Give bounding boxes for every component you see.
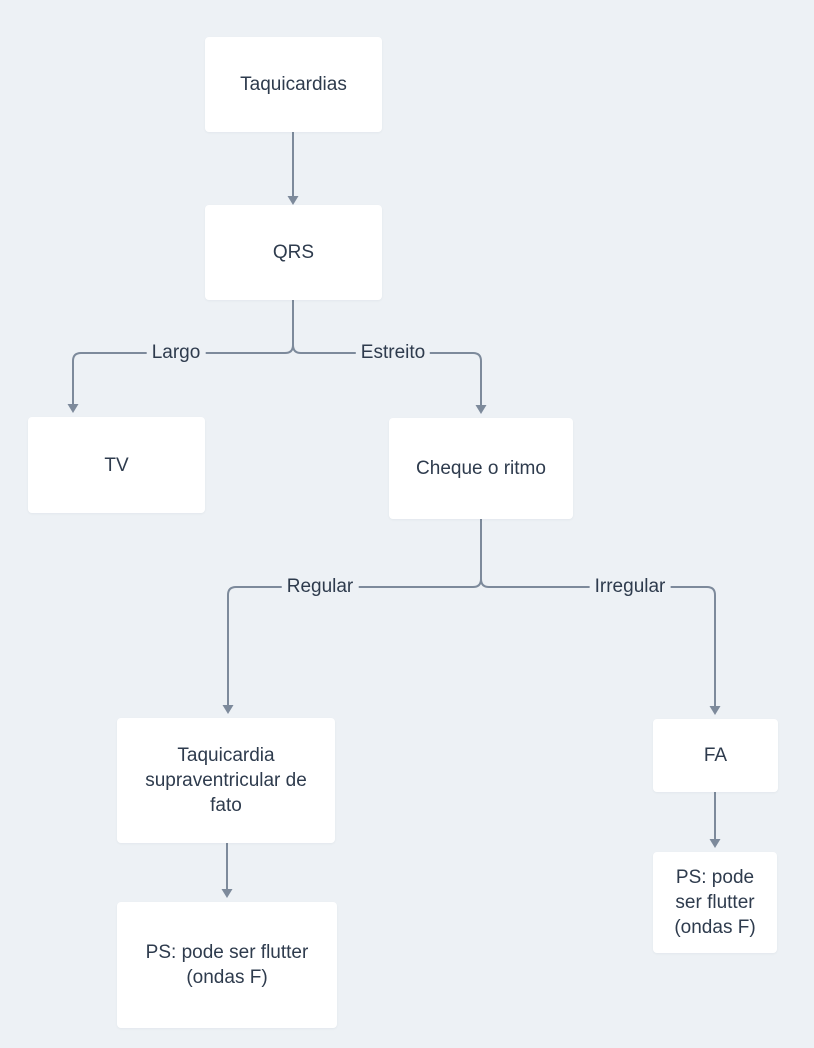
arrowhead-cheque: [475, 405, 487, 414]
edge-label-estreito: Estreito: [355, 341, 431, 365]
node-taquicardias-label: Taquicardias: [240, 74, 347, 95]
node-tv: TV: [28, 417, 205, 513]
node-taquicardia-supraventricular: Taquicardia supraventricular de fato: [117, 718, 335, 843]
node-taquicardias: Taquicardias: [205, 37, 382, 132]
node-ps-flutter-left-label: PS: pode ser flutter (ondas F): [145, 942, 309, 988]
node-fa-label: FA: [703, 745, 728, 766]
node-fa: FA: [653, 719, 778, 792]
arrowhead-qrs: [287, 196, 299, 205]
node-qrs-label: QRS: [272, 242, 315, 263]
edge-cheque-fa: [480, 519, 716, 706]
edge-label-largo: Largo: [146, 341, 206, 365]
node-cheque-o-ritmo: Cheque o ritmo: [389, 418, 573, 519]
arrowhead-ps-right: [709, 839, 721, 848]
edge-label-regular: Regular: [281, 575, 359, 599]
node-taquicardia-supraventricular-label: Taquicardia supraventricular de fato: [145, 745, 307, 816]
node-tv-label: TV: [104, 454, 129, 476]
edge-label-irregular: Irregular: [589, 575, 671, 599]
arrowhead-fa: [709, 706, 721, 715]
arrowhead-ps-left: [221, 889, 233, 898]
node-qrs: QRS: [205, 205, 382, 300]
arrowhead-tsv: [222, 705, 234, 714]
arrowhead-tv: [67, 404, 79, 413]
node-ps-flutter-left: PS: pode ser flutter (ondas F): [117, 902, 337, 1028]
node-ps-flutter-right-label: PS: pode ser flutter (ondas F): [674, 867, 756, 938]
node-cheque-o-ritmo-label: Cheque o ritmo: [416, 458, 546, 479]
node-ps-flutter-right: PS: pode ser flutter (ondas F): [653, 852, 777, 953]
edge-cheque-tsv: [227, 519, 482, 705]
